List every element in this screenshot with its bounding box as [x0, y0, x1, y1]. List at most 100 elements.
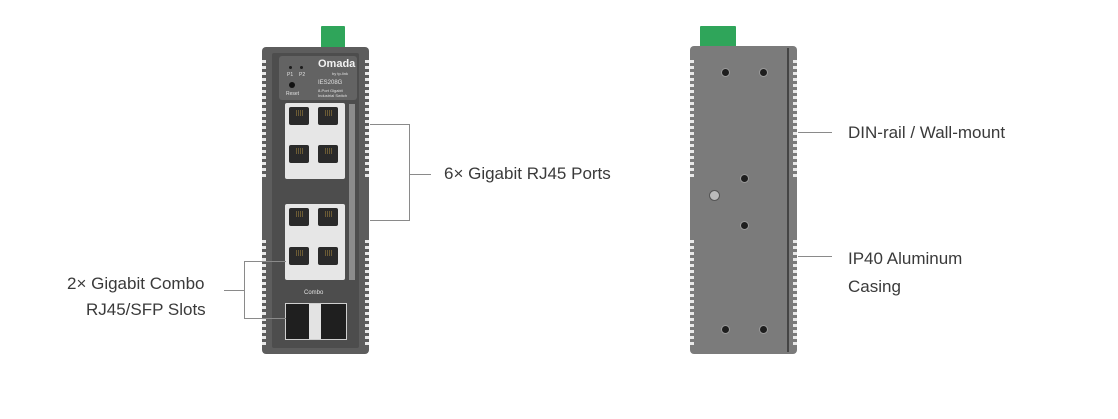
fin: [690, 300, 694, 303]
callout-line-casing: [798, 256, 832, 257]
fin: [262, 120, 266, 123]
fin: [365, 276, 369, 279]
fin: [262, 66, 266, 69]
fin: [365, 240, 369, 243]
fin: [690, 240, 694, 243]
fin: [365, 144, 369, 147]
fin: [262, 342, 266, 345]
fin: [793, 312, 797, 315]
fin: [793, 288, 797, 291]
led-p2-label: P2: [299, 72, 306, 78]
fin: [262, 324, 266, 327]
fin: [365, 168, 369, 171]
fin: [262, 168, 266, 171]
fin: [365, 126, 369, 129]
port-number-strip: [349, 104, 355, 280]
callout-combo-line2: RJ45/SFP Slots: [86, 300, 206, 319]
fin: [793, 144, 797, 147]
fin: [262, 150, 266, 153]
fin: [793, 282, 797, 285]
bracket-rj45: [409, 124, 410, 220]
fin: [690, 306, 694, 309]
fin: [793, 156, 797, 159]
fin: [365, 174, 369, 177]
fin: [262, 330, 266, 333]
rj45-port: [289, 247, 309, 265]
fin: [793, 252, 797, 255]
fin: [690, 132, 694, 135]
fin: [690, 72, 694, 75]
fin: [793, 294, 797, 297]
fin: [262, 294, 266, 297]
rj45-port: [318, 247, 338, 265]
led-p1-label: P1: [287, 72, 294, 78]
callout-combo-line1: 2× Gigabit Combo: [67, 274, 205, 293]
fin: [793, 120, 797, 123]
fin: [793, 306, 797, 309]
fin: [262, 282, 266, 285]
fin: [690, 252, 694, 255]
fin: [365, 132, 369, 135]
fin: [262, 126, 266, 129]
fin: [793, 84, 797, 87]
description-line2: Industrial Switch: [318, 93, 348, 98]
fin: [690, 294, 694, 297]
reset-label: Reset: [286, 91, 300, 97]
fin: [262, 108, 266, 111]
fin: [365, 138, 369, 141]
fin: [690, 276, 694, 279]
fin: [690, 174, 694, 177]
fin: [793, 246, 797, 249]
fin: [262, 264, 266, 267]
callout-casing-line1: IP40 Aluminum: [848, 249, 963, 268]
fin: [365, 318, 369, 321]
fin: [690, 78, 694, 81]
fin: [365, 156, 369, 159]
led-p2-icon: [300, 66, 303, 69]
fin: [262, 258, 266, 261]
fin: [365, 96, 369, 99]
callout-line-din: [798, 132, 832, 133]
bracket-combo: [244, 261, 245, 319]
fin: [365, 264, 369, 267]
fin: [365, 114, 369, 117]
fin: [365, 90, 369, 93]
fin: [690, 246, 694, 249]
fin: [262, 162, 266, 165]
fin: [262, 270, 266, 273]
rj45-port: [318, 107, 338, 125]
mount-hole: [722, 69, 729, 76]
fin: [262, 306, 266, 309]
fin: [262, 102, 266, 105]
fin: [262, 312, 266, 315]
fin: [262, 336, 266, 339]
fin: [690, 108, 694, 111]
fin: [793, 132, 797, 135]
rj45-port: [289, 208, 309, 226]
fin: [365, 84, 369, 87]
fin: [262, 318, 266, 321]
fin: [690, 324, 694, 327]
callout-casing-line2: Casing: [848, 277, 901, 296]
fin: [365, 78, 369, 81]
model-name: IES208G: [318, 80, 343, 86]
fin: [262, 78, 266, 81]
label-panel: [279, 56, 357, 100]
fin: [793, 108, 797, 111]
fin: [793, 66, 797, 69]
mount-hole: [741, 175, 748, 182]
fin: [262, 60, 266, 63]
fin: [793, 90, 797, 93]
fin: [365, 294, 369, 297]
power-terminal-block: [321, 26, 345, 48]
fin: [793, 300, 797, 303]
fin: [793, 330, 797, 333]
fin: [690, 288, 694, 291]
mount-hole: [760, 326, 767, 333]
fin: [793, 324, 797, 327]
fin: [365, 102, 369, 105]
sfp-latch: [309, 304, 321, 339]
mount-hole: [760, 69, 767, 76]
fin: [262, 276, 266, 279]
mount-hole: [741, 222, 748, 229]
